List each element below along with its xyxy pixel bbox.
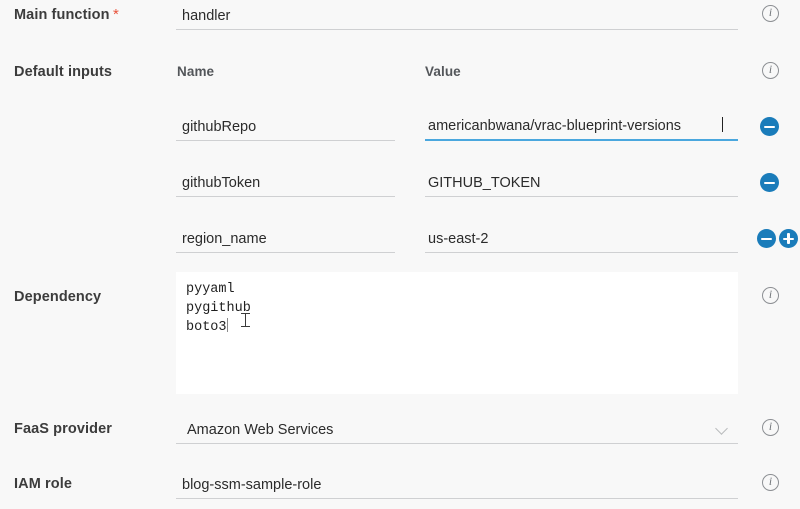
remove-input-button-0[interactable] [760,117,779,136]
dependency-info-icon[interactable]: i [762,287,779,304]
input-value-value-2: us-east-2 [428,231,489,247]
iam-role-info-icon[interactable]: i [762,474,779,491]
remove-input-button-1[interactable] [760,173,779,192]
dependency-line-1: pygithub [186,301,251,316]
remove-input-button-2[interactable] [757,229,776,248]
mouse-ibeam-cursor-icon [241,312,250,329]
iam-role-input[interactable]: blog-ssm-sample-role [176,469,738,499]
faas-provider-label: FaaS provider [14,421,112,437]
input-value-field-0[interactable]: americanbwana/vrac-blueprint-versions [425,111,738,141]
main-function-input[interactable]: handler [176,0,738,30]
dependency-line-2: boto3 [186,320,227,335]
input-value-field-2[interactable]: us-east-2 [425,223,738,253]
input-name-field-1[interactable]: githubToken [176,167,395,197]
faas-provider-value: Amazon Web Services [187,422,334,438]
iam-role-label: IAM role [14,476,72,492]
main-function-label: Main function [14,7,110,23]
add-input-button[interactable] [779,229,798,248]
dependency-line-2-wrapper: boto3 [186,318,728,337]
main-function-required-asterisk: * [113,6,119,23]
plus-icon-vertical [787,233,790,244]
input-value-value-0: americanbwana/vrac-blueprint-versions [428,118,682,134]
minus-icon [764,181,775,184]
main-function-info-icon[interactable]: i [762,5,779,22]
dependency-line-0: pyyaml [186,282,235,297]
dependency-label: Dependency [14,289,102,305]
input-value-value-1: GITHUB_TOKEN [428,175,541,191]
faas-provider-select[interactable]: Amazon Web Services [176,414,738,444]
input-value-field-1[interactable]: GITHUB_TOKEN [425,167,738,197]
column-header-value: Value [425,64,461,79]
default-inputs-info-icon[interactable]: i [762,62,779,79]
input-name-value-2: region_name [182,231,267,247]
faas-provider-info-icon[interactable]: i [762,419,779,436]
textarea-caret [226,318,228,332]
default-inputs-label: Default inputs [14,64,113,80]
text-caret [722,117,723,132]
iam-role-value: blog-ssm-sample-role [182,477,322,493]
minus-icon [764,125,775,128]
main-function-value: handler [182,8,231,24]
minus-icon [761,237,772,240]
chevron-down-icon[interactable] [717,423,728,434]
input-name-field-0[interactable]: githubRepo [176,111,395,141]
column-header-name: Name [177,64,215,79]
input-name-field-2[interactable]: region_name [176,223,395,253]
dependency-textarea[interactable]: pyyaml pygithub boto3 [176,272,738,394]
input-name-value-0: githubRepo [182,119,257,135]
input-name-value-1: githubToken [182,175,261,191]
